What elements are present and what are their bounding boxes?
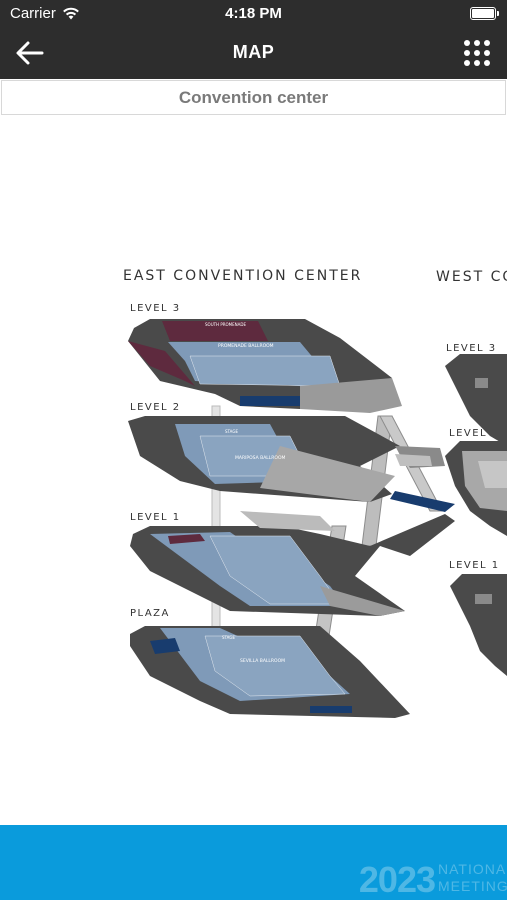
venue-header: Convention center <box>1 80 506 115</box>
west-level-3-floor <box>445 354 507 446</box>
west-level-2-label: LEVEL 2 <box>449 428 500 439</box>
carrier-info: Carrier <box>10 5 80 22</box>
room-label: SOUTH PROMENADE <box>205 322 246 327</box>
battery-icon <box>470 7 499 20</box>
banner-line-2: MEETING <box>438 878 507 894</box>
carrier-label: Carrier <box>10 5 56 22</box>
banner-line-1: NATIONAL <box>438 861 507 877</box>
back-arrow-icon[interactable] <box>14 38 46 68</box>
east-level-2-label: LEVEL 2 <box>130 402 181 413</box>
room-label: SEVILLA BALLROOM <box>240 658 285 664</box>
east-plaza-label: PLAZA <box>130 608 170 619</box>
room-label: MARIPOSA BALLROOM <box>235 455 286 461</box>
east-level-3-label: LEVEL 3 <box>130 303 181 314</box>
east-level-1-label: LEVEL 1 <box>130 512 181 523</box>
clock: 4:18 PM <box>225 5 282 22</box>
room-label: STAGE <box>225 429 238 434</box>
west-level-2-floor <box>445 441 507 536</box>
east-level-3-floor: SOUTH PROMENADE PROMENADE BALLROOM <box>128 319 402 413</box>
east-level-1-floor <box>130 511 455 616</box>
isometric-floor-plans: SOUTH PROMENADE PROMENADE BALLROOM MARIP… <box>128 319 507 718</box>
room-label: PROMENADE BALLROOM <box>218 343 274 349</box>
east-level-2-floor: MARIPOSA BALLROOM STAGE <box>128 416 455 512</box>
nav-bar: MAP <box>0 28 507 79</box>
east-plaza-floor: SEVILLA BALLROOM STAGE <box>130 626 410 718</box>
top-bar: Carrier 4:18 PM MAP <box>0 0 507 79</box>
floor-map[interactable]: EAST CONVENTION CENTER WEST CO LEVEL 3 L… <box>0 116 507 825</box>
west-center-title: WEST CO <box>436 269 507 285</box>
west-level-3-label: LEVEL 3 <box>446 343 497 354</box>
page-title: MAP <box>232 42 275 62</box>
event-banner: 2023 NATIONAL MEETING <box>0 825 507 900</box>
east-center-title: EAST CONVENTION CENTER <box>123 268 363 284</box>
status-bar: Carrier 4:18 PM <box>0 0 507 28</box>
west-level-1-label: LEVEL 1 <box>449 560 500 571</box>
grid-menu-icon[interactable] <box>463 39 491 67</box>
banner-event-name: NATIONAL MEETING <box>438 861 507 895</box>
west-level-1-floor <box>450 574 507 676</box>
banner-year: 2023 <box>358 859 436 900</box>
room-label: STAGE <box>222 635 235 640</box>
wifi-icon <box>62 7 79 20</box>
